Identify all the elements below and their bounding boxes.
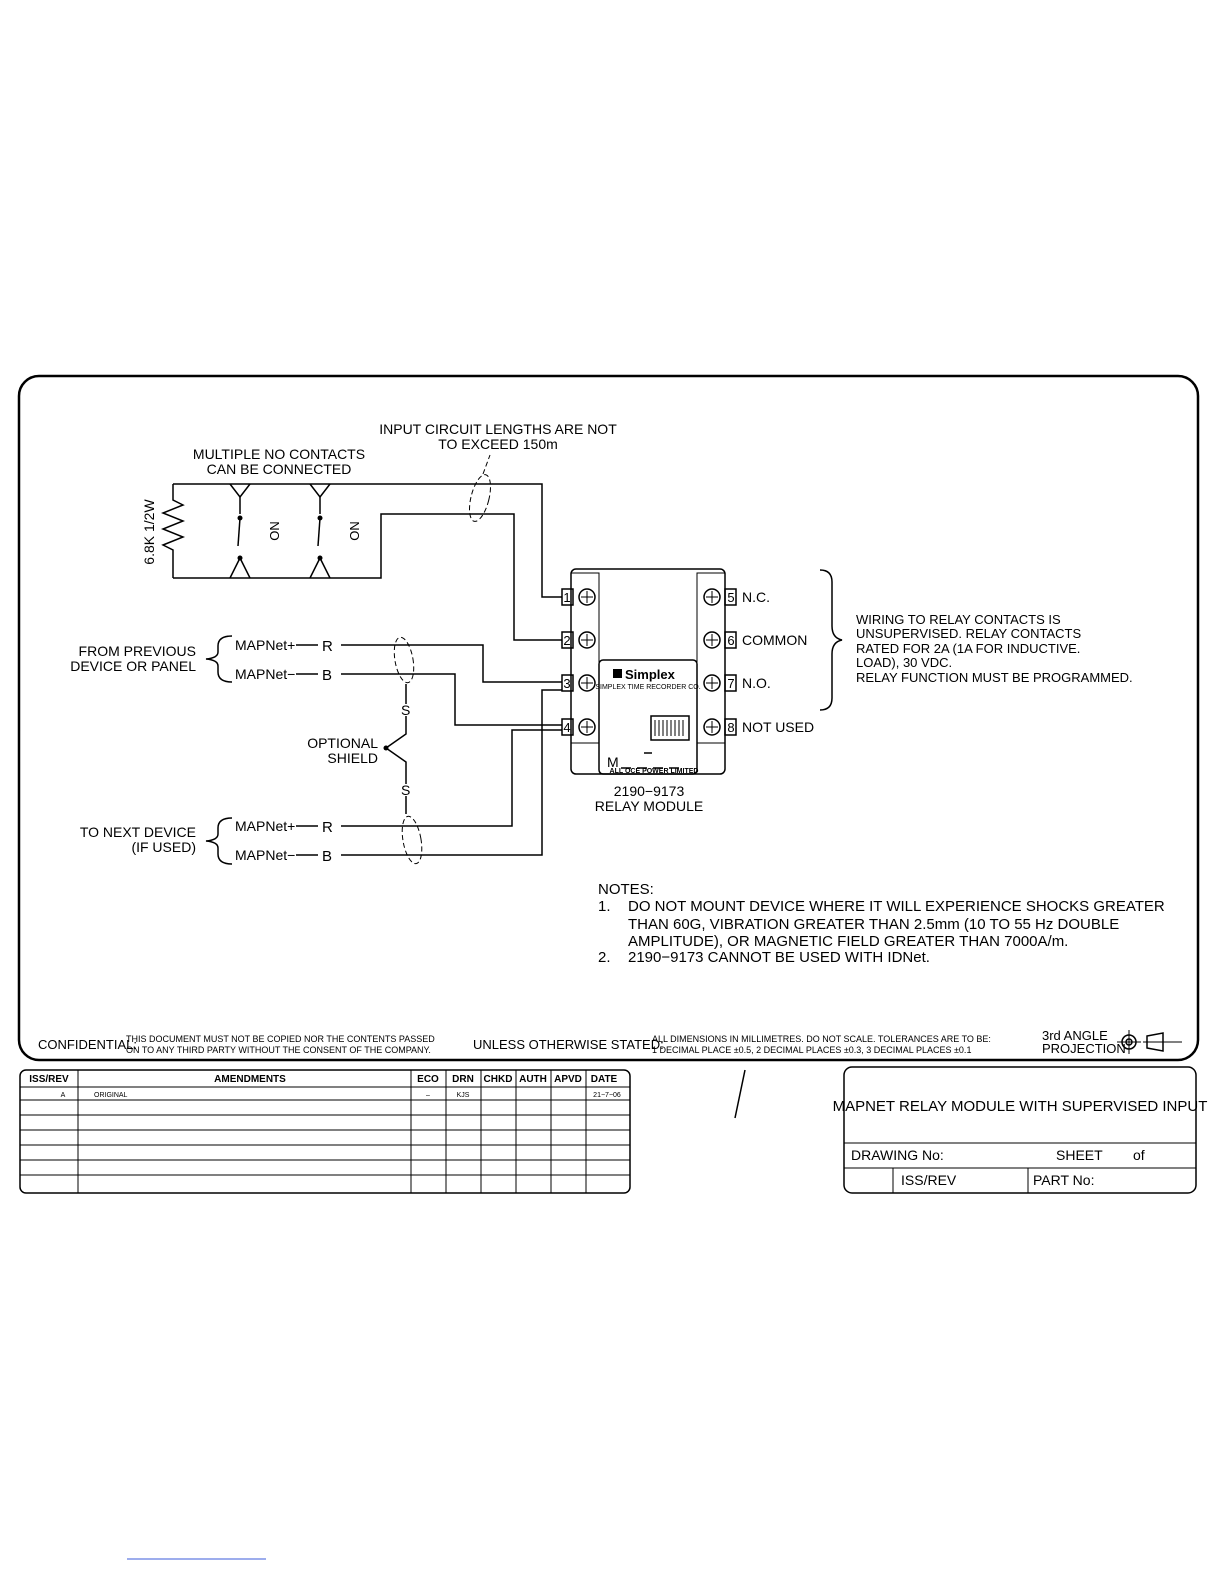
table-row: A ORIGINAL – KJS 21−7−06: [61, 1092, 621, 1099]
wiring-note-line: LOAD), 30 VDC.: [856, 655, 952, 670]
part-no-label: PART No:: [1033, 1172, 1094, 1188]
optional-shield-label-1: OPTIONAL: [307, 735, 378, 751]
relay-module: [570, 568, 726, 775]
rev-cell-date: 21−7−06: [593, 1092, 621, 1099]
revision-table: [19, 1069, 631, 1194]
note-1-line-3: AMPLITUDE), OR MAGNETIC FIELD GREATER TH…: [628, 933, 1068, 950]
drawing-title: MAPNET RELAY MODULE WITH SUPERVISED INPU…: [833, 1098, 1208, 1115]
wire-r-out: R: [322, 819, 333, 836]
input-circuit: [160, 454, 562, 641]
optional-shield-label-2: SHIELD: [327, 750, 378, 766]
note-1-line-1: DO NOT MOUNT DEVICE WHERE IT WILL EXPERI…: [628, 898, 1165, 915]
no-contact-label-2: NO: [347, 521, 362, 541]
terminal-2: 2: [563, 633, 570, 648]
wiring-note: WIRING TO RELAY CONTACTS IS UNSUPERVISED…: [856, 612, 1133, 685]
multiple-contacts-note-1: MULTIPLE NO CONTACTS: [193, 446, 365, 462]
to-next-label-1: TO NEXT DEVICE: [80, 824, 196, 840]
relay-contacts-brace: [819, 569, 843, 711]
input-length-note-1: INPUT CIRCUIT LENGTHS ARE NOT: [379, 421, 617, 437]
rev-header-drn: DRN: [452, 1074, 474, 1085]
no-contact-label-1: NO: [267, 521, 282, 541]
from-previous-label-2: DEVICE OR PANEL: [70, 658, 196, 674]
sheet-of-label: of: [1133, 1147, 1145, 1163]
from-previous-label-1: FROM PREVIOUS: [79, 643, 196, 659]
wiring-note-line: UNSUPERVISED. RELAY CONTACTS: [856, 626, 1081, 641]
rev-header-date: DATE: [591, 1074, 618, 1085]
rev-cell-amendment: ORIGINAL: [94, 1092, 128, 1099]
terminal-4: 4: [563, 720, 570, 735]
mapnet-wiring: [205, 635, 562, 865]
label-nc: N.C.: [742, 589, 770, 605]
iss-rev-label: ISS/REV: [901, 1172, 957, 1188]
unless-stated-label: UNLESS OTHERWISE STATED:: [473, 1037, 664, 1052]
footer-strip: CONFIDENTIAL: THIS DOCUMENT MUST NOT BE …: [38, 1028, 1182, 1056]
simplex-logo: Simplex SIMPLEX TIME RECORDER CO.: [595, 667, 700, 691]
rev-header-amendments: AMENDMENTS: [214, 1074, 286, 1085]
label-common: COMMON: [742, 632, 807, 648]
module-footer: ALL OCE POWER LIMITED: [610, 768, 699, 775]
note-2-number: 2.: [598, 949, 611, 966]
slash-mark: [734, 1069, 746, 1119]
note-2-line-1: 2190−9173 CANNOT BE USED WITH IDNet.: [628, 949, 930, 966]
projection-label-2: PROJECTION: [1042, 1041, 1126, 1056]
note-1-line-2: THAN 60G, VIBRATION GREATER THAN 2.5mm (…: [628, 916, 1119, 933]
notes-heading: NOTES:: [598, 881, 654, 898]
rev-cell-iss: A: [61, 1092, 66, 1099]
confidential-text-2: ON TO ANY THIRD PARTY WITHOUT THE CONSEN…: [126, 1045, 431, 1055]
notes: NOTES: 1. DO NOT MOUNT DEVICE WHERE IT W…: [598, 881, 1165, 966]
rev-header-eco: ECO: [417, 1074, 439, 1085]
wire-b-out: B: [322, 848, 332, 865]
terminal-1: 1: [563, 590, 570, 605]
input-length-note-2: TO EXCEED 150m: [438, 436, 558, 452]
module-model-prefix: M: [607, 754, 619, 770]
confidential-text-1: THIS DOCUMENT MUST NOT BE COPIED NOR THE…: [126, 1034, 435, 1044]
terminal-6: 6: [727, 633, 734, 648]
wiring-note-line: WIRING TO RELAY CONTACTS IS: [856, 612, 1061, 627]
shield-s-bottom: S: [401, 782, 410, 798]
title-block: [843, 1066, 1197, 1194]
mapnet-minus-in: MAPNet−: [235, 666, 295, 682]
multiple-contacts-note-2: CAN BE CONNECTED: [207, 461, 352, 477]
confidential-label: CONFIDENTIAL:: [38, 1037, 137, 1052]
terminal-7: 7: [727, 676, 734, 691]
drawing-no-label: DRAWING No:: [851, 1147, 944, 1163]
terminal-8: 8: [727, 720, 734, 735]
terminal-block-left: [561, 588, 596, 736]
label-no: N.O.: [742, 675, 771, 691]
terminal-3: 3: [563, 676, 570, 691]
module-brand-sub: SIMPLEX TIME RECORDER CO.: [595, 684, 700, 691]
rev-cell-eco: –: [426, 1092, 430, 1099]
rev-header-apvd: APVD: [554, 1074, 582, 1085]
label-not-used: NOT USED: [742, 719, 814, 735]
wiring-note-line: RELAY FUNCTION MUST BE PROGRAMMED.: [856, 670, 1133, 685]
wiring-note-line: RATED FOR 2A (1A FOR INDUCTIVE.: [856, 641, 1080, 656]
terminal-block-right: [703, 588, 737, 736]
mapnet-plus-out: MAPNet+: [235, 818, 295, 834]
dimensions-text-1: ALL DIMENSIONS IN MILLIMETRES. DO NOT SC…: [652, 1034, 991, 1044]
resistor-label: 6.8K 1/2W: [141, 499, 157, 565]
rev-header-chkd: CHKD: [484, 1074, 513, 1085]
rev-header-auth: AUTH: [519, 1074, 547, 1085]
wire-r-in: R: [322, 638, 333, 655]
shield-s-top: S: [401, 702, 410, 718]
projection-label-1: 3rd ANGLE: [1042, 1028, 1108, 1043]
terminal-5: 5: [727, 590, 734, 605]
rev-cell-drn: KJS: [457, 1092, 470, 1099]
sheet-label: SHEET: [1056, 1147, 1103, 1163]
dimensions-text-2: 1 DECIMAL PLACE ±0.5, 2 DECIMAL PLACES ±…: [652, 1045, 971, 1055]
module-name: RELAY MODULE: [595, 798, 703, 814]
drawing-frame: [17, 374, 1200, 1062]
mapnet-plus-in: MAPNet+: [235, 637, 295, 653]
module-part-number: 2190−9173: [614, 783, 685, 799]
note-1-number: 1.: [598, 898, 611, 915]
to-next-label-2: (IF USED): [131, 839, 196, 855]
wire-b-in: B: [322, 667, 332, 684]
rev-header-iss: ISS/REV: [29, 1074, 69, 1085]
module-brand: Simplex: [625, 667, 676, 682]
third-angle-projection-icon: [1117, 1030, 1182, 1054]
mapnet-minus-out: MAPNet−: [235, 847, 295, 863]
